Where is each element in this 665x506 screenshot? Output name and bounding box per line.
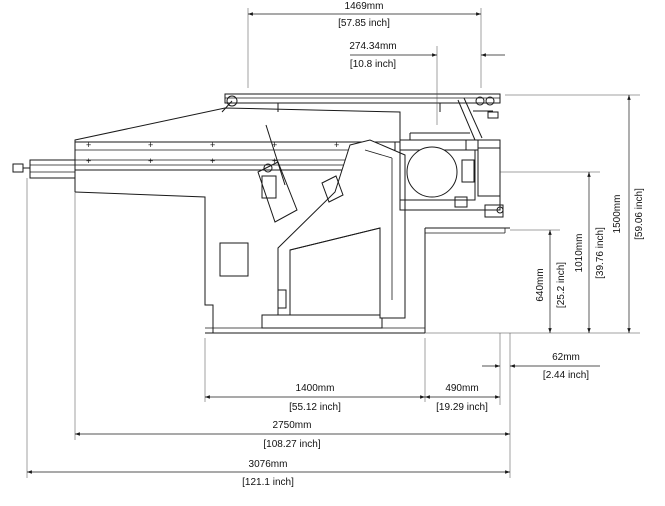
svg-text:+: + xyxy=(334,140,339,150)
dim-1400-mm: 1400mm xyxy=(296,383,335,394)
central-housing xyxy=(277,139,406,319)
svg-text:+: + xyxy=(86,156,91,166)
dim-640-inch: [25.2 inch] xyxy=(556,262,567,308)
dimension-3076: 3076mm [121.1 inch] xyxy=(26,178,510,488)
dimension-1500: 1500mm [59.06 inch] xyxy=(425,94,645,334)
infeed-arm xyxy=(12,159,76,179)
dim-1010-mm: 1010mm xyxy=(574,234,585,273)
cutting-head xyxy=(399,132,504,218)
dimension-1400-490: 1400mm [55.12 inch] 490mm [19.29 inch] xyxy=(204,338,501,413)
dim-1400-inch: [55.12 inch] xyxy=(289,402,341,413)
dimension-62: 62mm [2.44 inch] xyxy=(482,333,600,381)
svg-text:+: + xyxy=(148,156,153,166)
dimension-1010: 1010mm [39.76 inch] xyxy=(500,171,606,333)
svg-text:+: + xyxy=(210,140,215,150)
svg-text:+: + xyxy=(86,140,91,150)
dim-2750-mm: 2750mm xyxy=(273,420,312,431)
dim-3076-inch: [121.1 inch] xyxy=(242,477,294,488)
dim-1469-inch: [57.85 inch] xyxy=(338,18,390,29)
dim-1500-mm: 1500mm xyxy=(612,195,623,234)
drive-unit xyxy=(257,124,298,223)
dimension-640: 640mm [25.2 inch] xyxy=(510,229,567,333)
machine-side-view: + + + + + + + + + xyxy=(12,93,510,334)
dimension-2750: 2750mm [108.27 inch] xyxy=(74,192,511,478)
svg-text:+: + xyxy=(272,156,277,166)
dim-640-mm: 640mm xyxy=(535,268,546,301)
dim-62-inch: [2.44 inch] xyxy=(543,370,589,381)
dim-62-mm: 62mm xyxy=(552,352,580,363)
dimension-1469: 1469mm [57.85 inch] xyxy=(247,1,482,88)
dim-2750-inch: [108.27 inch] xyxy=(263,439,320,450)
dim-490-mm: 490mm xyxy=(445,383,478,394)
motor xyxy=(406,146,458,198)
dim-274-inch: [10.8 inch] xyxy=(350,59,396,70)
dimension-274: 274.34mm [10.8 inch] xyxy=(349,41,505,125)
svg-text:+: + xyxy=(148,140,153,150)
dim-1500-inch: [59.06 inch] xyxy=(634,188,645,240)
dim-274-mm: 274.34mm xyxy=(349,41,396,52)
machine-frame xyxy=(204,205,510,334)
access-panel xyxy=(219,242,249,277)
svg-text:+: + xyxy=(210,156,215,166)
dim-490-inch: [19.29 inch] xyxy=(436,402,488,413)
dim-1469-mm: 1469mm xyxy=(345,1,384,12)
svg-text:+: + xyxy=(272,140,277,150)
rivet-marks: + + + + + + + + + xyxy=(86,140,339,166)
dim-1010-inch: [39.76 inch] xyxy=(595,227,606,279)
top-rail xyxy=(221,93,501,141)
dim-3076-mm: 3076mm xyxy=(249,459,288,470)
